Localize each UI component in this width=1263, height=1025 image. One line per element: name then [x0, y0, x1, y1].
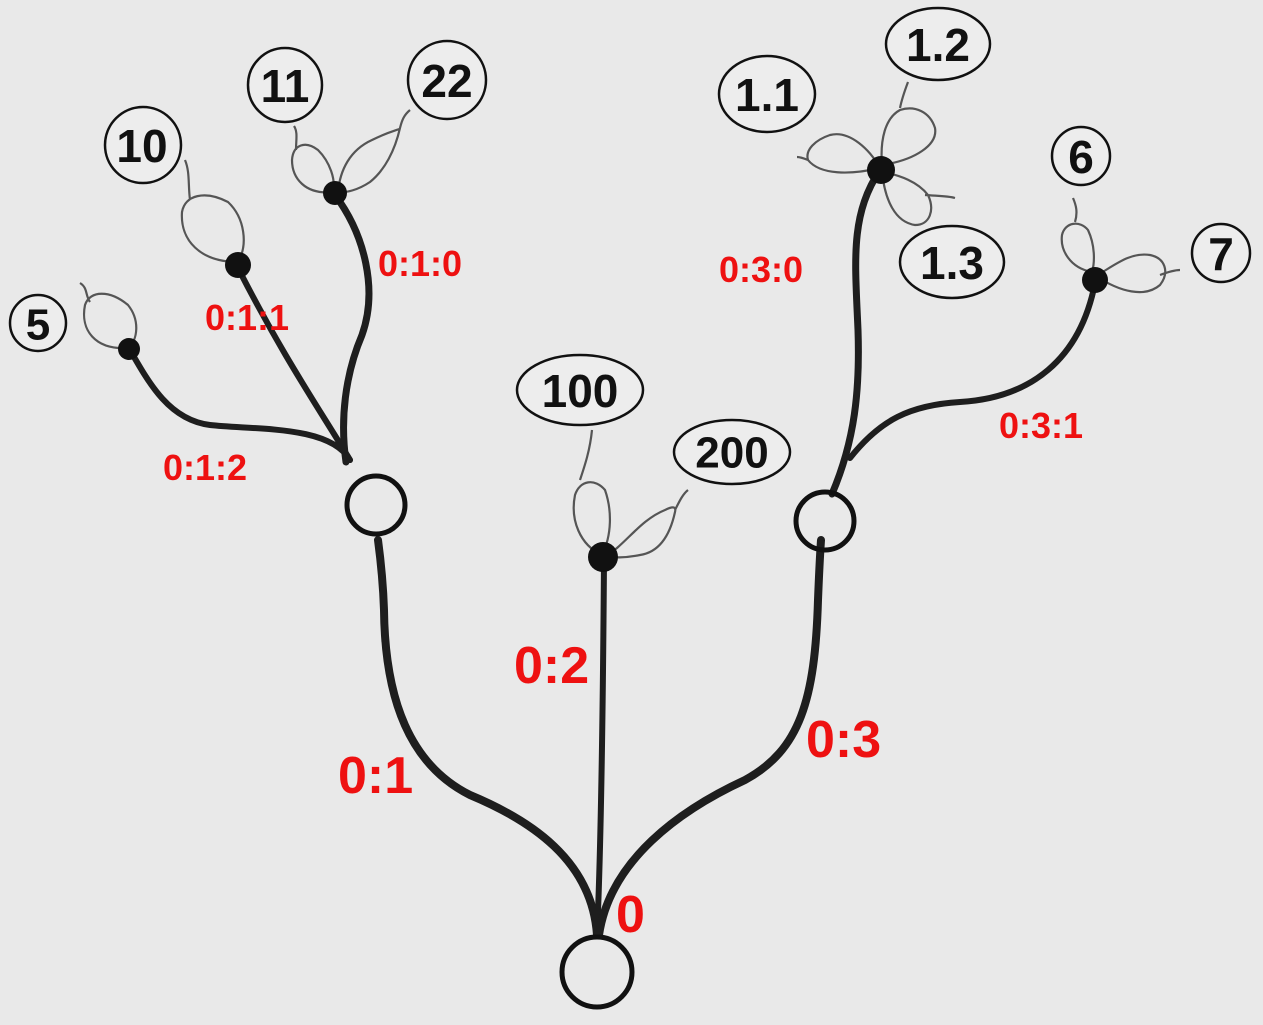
nodes [118, 156, 1108, 1010]
leaf-petal [880, 81, 937, 167]
leaf-petal [290, 125, 335, 194]
leaf-petal [1060, 197, 1095, 274]
node-0-1 [344, 473, 408, 537]
leaf-petal [336, 109, 411, 194]
leaf-node-0-1-2 [118, 338, 140, 360]
value-1-1: 1.1 [735, 69, 799, 121]
value-1-3: 1.3 [920, 237, 984, 289]
leaf-node-0-3-0 [867, 156, 895, 184]
leaf-petal [880, 170, 956, 227]
value-badge-10: 10 [103, 105, 183, 185]
value-badge-6: 6 [1050, 125, 1112, 187]
edge-label-0-1-1: 0:1:1 [205, 297, 289, 338]
root-node [559, 934, 635, 1010]
edge-label-0-2: 0:2 [514, 637, 589, 695]
value-10: 10 [116, 120, 167, 172]
edge-label-0-3-0: 0:3:0 [719, 249, 803, 290]
edge-label-0-3-1: 0:3:1 [999, 405, 1083, 446]
value-badge-1-3: 1.3 [898, 224, 1006, 300]
leaf-petal [1095, 253, 1181, 294]
leaf-petal [605, 489, 689, 559]
value-100: 100 [542, 365, 619, 417]
value-badge-5: 5 [8, 293, 68, 353]
node-0-3 [793, 489, 857, 553]
value-11: 11 [261, 60, 310, 112]
stem-0-3-0 [828, 166, 884, 498]
value-badge-1-1: 1.1 [717, 54, 817, 134]
stem-0-1-0 [331, 191, 373, 466]
leaf-petal [796, 133, 881, 174]
leaves [79, 81, 1181, 559]
leaf-node-0-1-1 [225, 252, 251, 278]
stem-root-to-node-0-1 [374, 536, 601, 939]
edge-label-0-1-0: 0:1:0 [378, 243, 462, 284]
edge-label-0-1: 0:1 [338, 747, 413, 805]
value-5: 5 [26, 301, 50, 350]
value-badge-7: 7 [1190, 222, 1252, 284]
value-badge-1-2: 1.2 [884, 6, 992, 82]
value-7: 7 [1208, 228, 1234, 280]
leaf-node-0-2 [588, 542, 618, 572]
root-label: 0 [616, 886, 645, 944]
edge-label-0-3: 0:3 [806, 711, 881, 769]
stem-root-to-node-0-3 [595, 536, 825, 939]
leaf-node-0-3-1 [1082, 267, 1108, 293]
stem-0-1-1 [235, 265, 353, 463]
value-badges: 5 10 11 22 100 200 1.1 1.2 [8, 6, 1252, 486]
leaf-node-0-1-0 [323, 181, 347, 205]
value-badge-100: 100 [515, 353, 645, 427]
value-1-2: 1.2 [906, 19, 970, 71]
leaf-petal [79, 282, 138, 350]
value-badge-11: 11 [246, 46, 324, 124]
stem-0-1-2 [127, 347, 353, 463]
value-badge-200: 200 [672, 418, 792, 486]
stem-0-3-1 [847, 280, 1098, 461]
value-6: 6 [1068, 131, 1094, 183]
stems [127, 166, 1098, 939]
stem-root-to-node-0-2 [594, 557, 607, 938]
edge-labels: 0 0:1 0:2 0:3 0:1:0 0:1:1 0:1:2 0:3:0 0:… [163, 243, 1083, 944]
value-200: 200 [695, 429, 768, 478]
leaf-petal [180, 159, 245, 264]
value-badge-22: 22 [406, 39, 488, 121]
edge-label-0-1-2: 0:1:2 [163, 447, 247, 488]
leaf-petal [572, 429, 612, 557]
value-22: 22 [421, 55, 472, 107]
